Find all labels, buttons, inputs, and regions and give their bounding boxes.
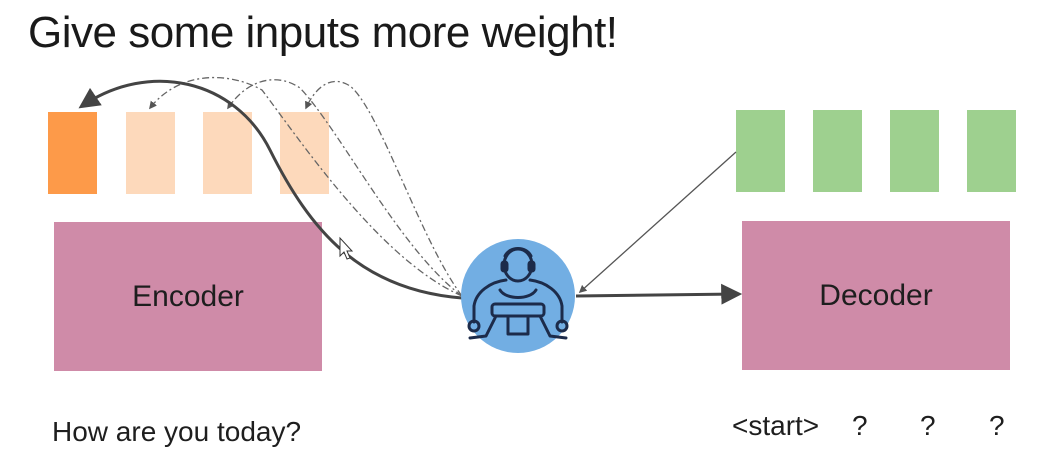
decoder-state (813, 110, 862, 192)
attention-curve-dashed (305, 80, 463, 297)
encoder-label: Encoder (132, 279, 244, 313)
encoder-input-text: How are you today? (52, 416, 302, 447)
decoder-state (736, 110, 785, 192)
decoder-state (967, 110, 1016, 192)
encoder-state (126, 112, 175, 194)
decoder-token: ? (852, 410, 868, 441)
decoder-token: ? (920, 410, 936, 441)
decoder-to-attention-arrow (578, 151, 737, 294)
sumo-wrestler-icon (461, 239, 575, 353)
encoder-state-focused (48, 112, 97, 194)
decoder-token-start: <start> (732, 410, 820, 441)
decoder-token: ? (989, 410, 1005, 441)
encoder-state (203, 112, 252, 194)
attention-curve-dashed (149, 76, 463, 297)
decoder-label: Decoder (819, 278, 933, 312)
attention-to-decoder-arrow (575, 283, 743, 305)
decoder-block: Decoder (742, 221, 1010, 370)
cursor-icon (339, 236, 354, 260)
attention-curve-dashed (227, 79, 463, 297)
decoder-state (890, 110, 939, 192)
attention-curve-solid (78, 79, 463, 300)
encoder-block: Encoder (54, 222, 322, 371)
slide-title: Give some inputs more weight! (28, 8, 618, 57)
